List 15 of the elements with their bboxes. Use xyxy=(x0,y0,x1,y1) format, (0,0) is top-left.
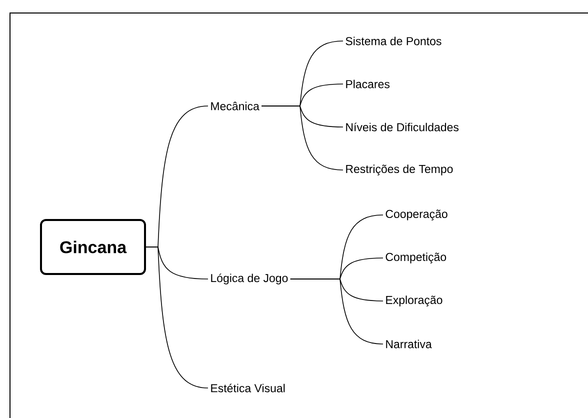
topic-label: Restrições de Tempo xyxy=(346,164,453,176)
root-box: Gincana xyxy=(40,219,146,275)
topic-label: Competição xyxy=(386,252,446,264)
topic-label: Estética Visual xyxy=(211,384,285,392)
topic-label: Exploração xyxy=(386,296,442,306)
topic-label: Cooperação xyxy=(386,210,448,220)
topic-label: Lógica de Jogo xyxy=(211,274,288,284)
topic-label: Placares xyxy=(346,80,390,88)
connector xyxy=(261,106,344,170)
topic-label: Sistema de Pontos xyxy=(346,36,442,46)
topic-label: Narrativa xyxy=(386,340,432,348)
connector xyxy=(290,278,384,344)
connector xyxy=(146,246,208,388)
topic-label: Mecânica xyxy=(211,102,260,110)
topic-label: Níveis de Dificuldades xyxy=(346,122,459,132)
